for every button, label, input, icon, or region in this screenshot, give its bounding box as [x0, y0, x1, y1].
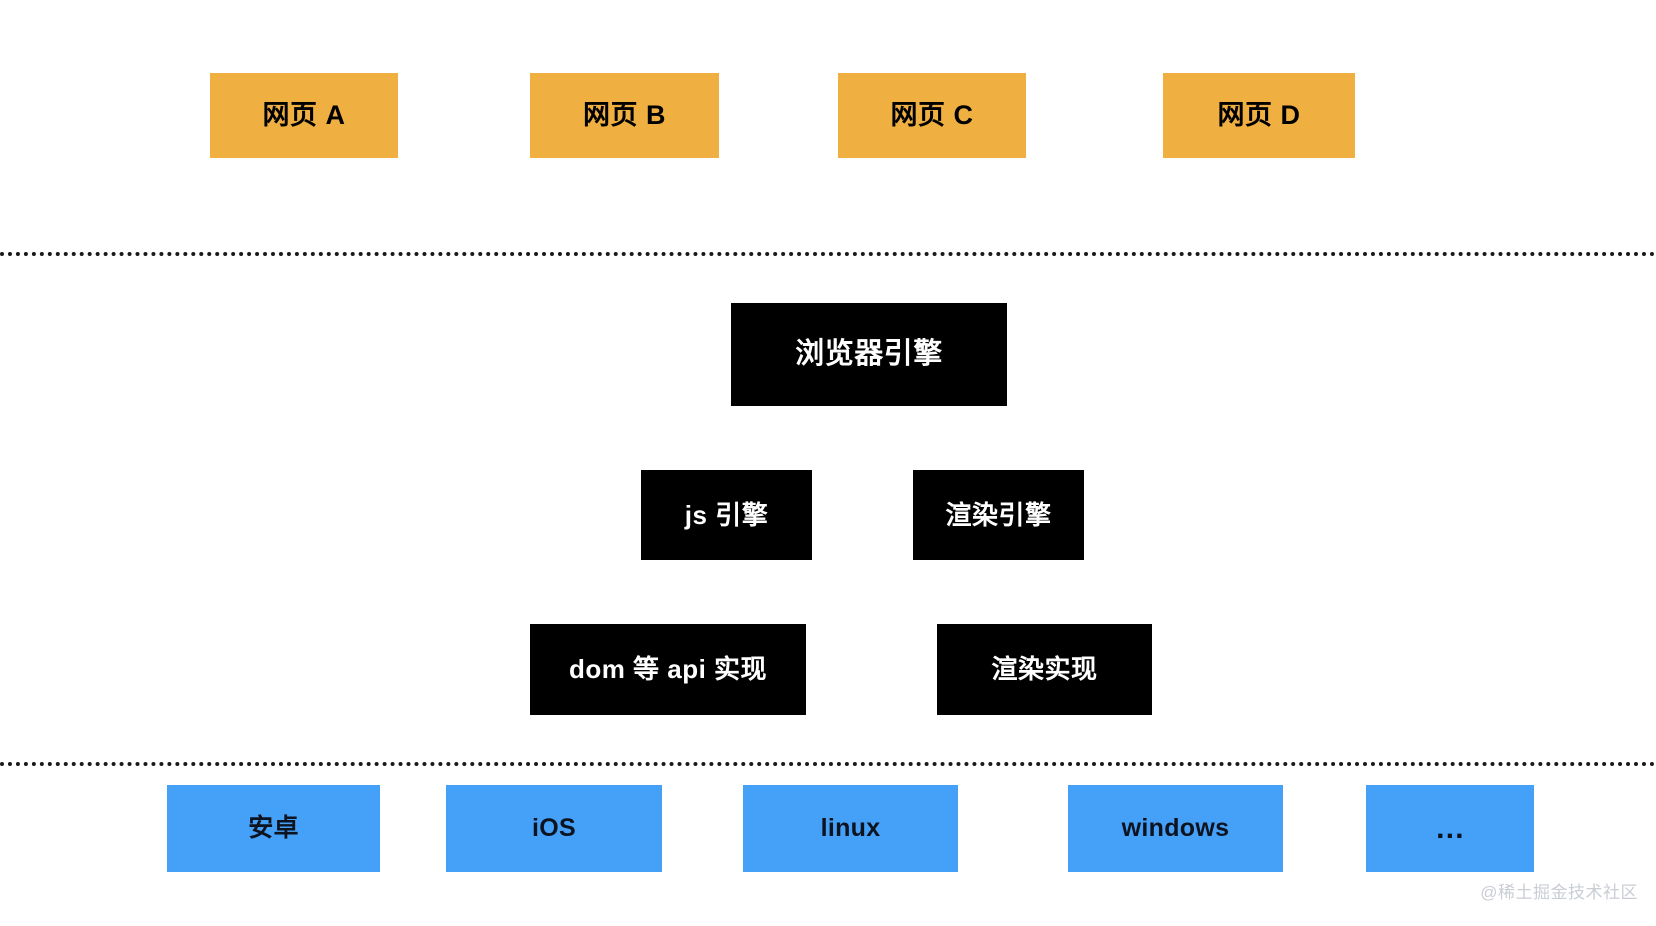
browser-engine-box: 浏览器引擎: [731, 303, 1007, 406]
divider-pages-engine: [0, 252, 1656, 256]
render-impl-box: 渲染实现: [937, 624, 1152, 715]
watermark-text: @稀土掘金技术社区: [1480, 883, 1638, 902]
dom-api-impl-box: dom 等 api 实现: [530, 624, 806, 715]
web-page-box-a: 网页 A: [210, 73, 398, 158]
os-box-android: 安卓: [167, 785, 380, 872]
divider-engine-os: [0, 762, 1656, 766]
render-engine-box: 渲染引擎: [913, 470, 1084, 560]
os-box-linux: linux: [743, 785, 958, 872]
os-box-more: …: [1366, 785, 1534, 872]
web-page-box-c: 网页 C: [838, 73, 1026, 158]
web-page-box-d: 网页 D: [1163, 73, 1355, 158]
os-box-ios: iOS: [446, 785, 662, 872]
os-box-windows: windows: [1068, 785, 1283, 872]
js-engine-box: js 引擎: [641, 470, 812, 560]
web-page-box-b: 网页 B: [530, 73, 719, 158]
